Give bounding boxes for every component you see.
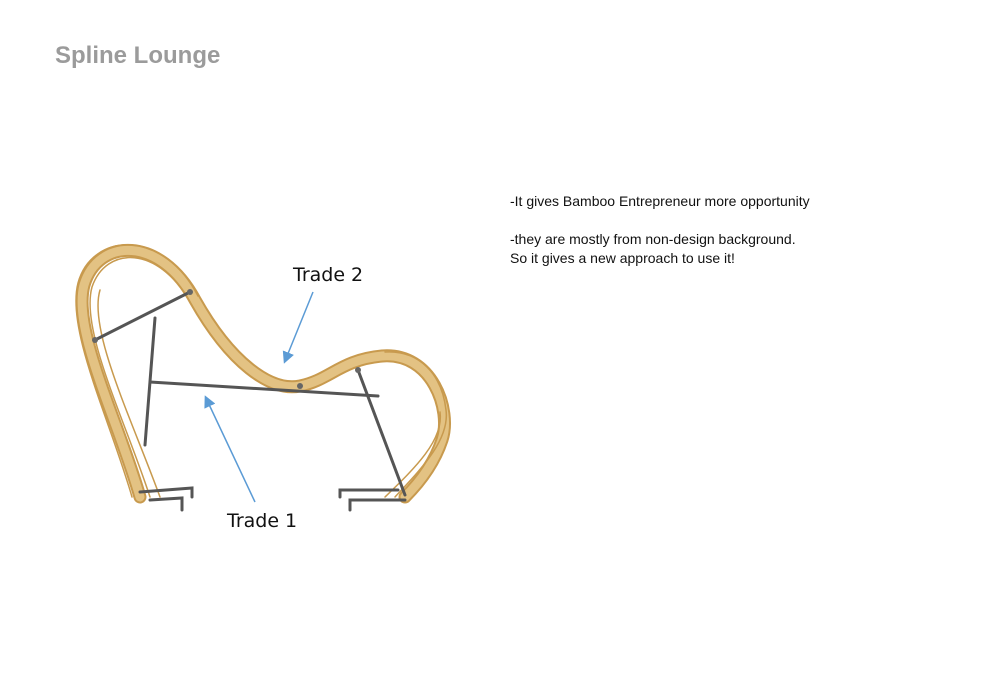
trade-1-arrow bbox=[204, 395, 256, 503]
note-3: So it gives a new approach to use it! bbox=[510, 250, 735, 266]
note-1: -It gives Bamboo Entrepreneur more oppor… bbox=[510, 193, 810, 209]
metal-frame bbox=[93, 290, 407, 512]
page-title: Spline Lounge bbox=[55, 42, 221, 69]
notes-text: -It gives Bamboo Entrepreneur more oppor… bbox=[510, 192, 810, 268]
trade-2-label: Trade 2 bbox=[293, 264, 364, 286]
frame-joints bbox=[92, 289, 361, 389]
note-2: -they are mostly from non-design backgro… bbox=[510, 231, 796, 247]
trade-2-arrow bbox=[282, 291, 314, 364]
bamboo-strips bbox=[75, 244, 451, 504]
trade-1-label: Trade 1 bbox=[227, 510, 298, 532]
